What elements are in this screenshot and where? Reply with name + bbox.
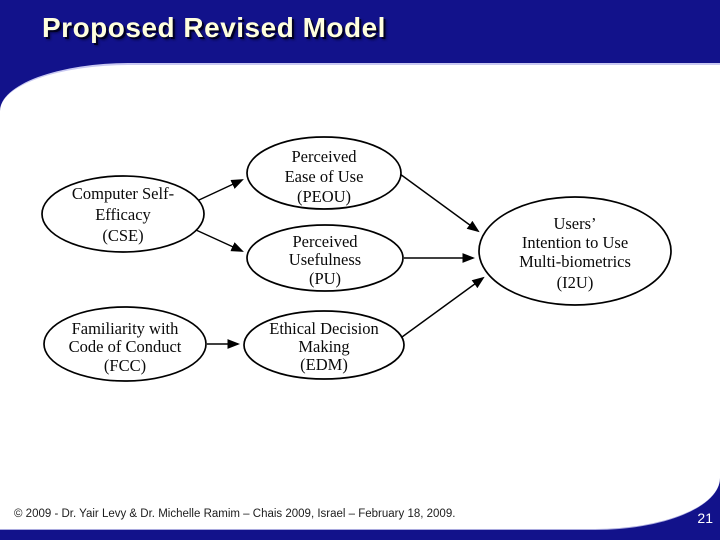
page-number: 21 [697,510,713,526]
node-ellipse-pu [246,224,404,292]
node-label: Familiarity with [72,319,180,338]
node-ellipse-peou [246,136,402,210]
node-label: Perceived [291,147,357,166]
node-label: Making [298,337,349,356]
node-fcc: Familiarity with Code of Conduct (FCC) [43,306,207,382]
node-label: (EDM) [300,355,348,374]
node-cse: Computer Self- Efficacy (CSE) [41,175,205,253]
node-label: Intention to Use [522,233,628,252]
edge-peou-i2u [399,173,480,233]
node-label: (I2U) [557,273,594,292]
node-pu: Perceived Usefulness (PU) [246,224,404,292]
node-ellipse-cse [41,175,205,253]
node-label: Code of Conduct [69,337,182,356]
edge-cse-pu [195,229,244,252]
node-label: Users’ [553,214,596,233]
node-label: Usefulness [289,250,361,269]
node-label: (PU) [309,269,341,288]
node-label: (FCC) [104,356,146,375]
diagram-edges [195,173,485,349]
node-label: (PEOU) [297,187,351,206]
node-peou: Perceived Ease of Use (PEOU) [246,136,402,210]
node-ellipse-fcc [43,306,207,382]
node-label: Ease of Use [285,167,364,186]
node-label: Perceived [292,232,358,251]
edge-edm-i2u [401,276,485,338]
node-i2u: Users’ Intention to Use Multi-biometrics… [478,196,672,306]
node-label: Efficacy [95,205,151,224]
node-label: Computer Self- [72,184,174,203]
node-label: Multi-biometrics [519,252,631,271]
node-label: (CSE) [102,226,143,245]
footer-credit: © 2009 - Dr. Yair Levy & Dr. Michelle Ra… [14,508,456,520]
node-edm: Ethical Decision Making (EDM) [243,310,405,380]
node-ellipse-edm [243,310,405,380]
edge-cse-peou [198,179,244,201]
node-label: Ethical Decision [269,319,379,338]
slide-title: Proposed Revised Model [42,12,386,43]
node-ellipse-i2u [478,196,672,306]
